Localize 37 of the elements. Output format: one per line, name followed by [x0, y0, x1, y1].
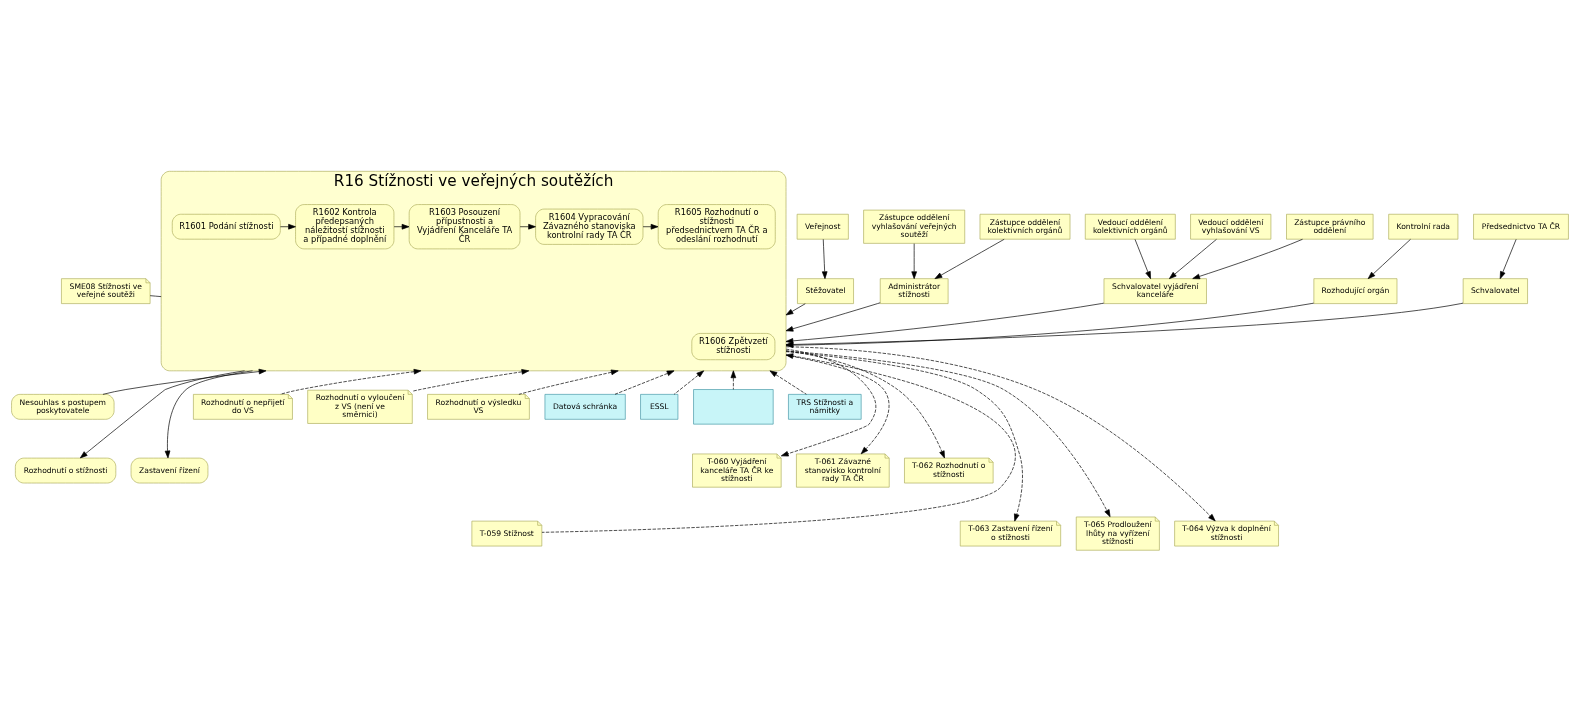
- arrow: [164, 369, 253, 458]
- arrow: [541, 352, 1016, 533]
- node-box: R1605 Rozhodnutí o stížnosti předsednictvem TA ČR a odeslání rozhodnutí: [657, 203, 776, 249]
- node-box: R1606 Zpětvzetí stížnosti: [691, 332, 776, 360]
- arrow: [673, 369, 705, 395]
- connector: [149, 294, 162, 297]
- arrow: [412, 368, 530, 392]
- arrow: [934, 238, 1005, 279]
- arrow: [614, 369, 675, 395]
- arrow: [102, 368, 267, 395]
- arrow: [785, 302, 1464, 347]
- arrow: [1192, 238, 1303, 279]
- arrow: [519, 223, 536, 229]
- arrow: [785, 302, 806, 315]
- node-box: R1602 Kontrola předepsaných náležitostí stížnosti a případné doplnění: [295, 203, 395, 249]
- arrow: [1367, 238, 1411, 279]
- node-box: R1604 Vypracování Závazného stanoviska kontrolní rady TA ČR: [535, 208, 644, 245]
- arrow: [280, 223, 296, 229]
- node-box: R1603 Posouzení přípustnosti a Vyjádření Kanceláře TA ČR: [408, 203, 521, 249]
- arrow: [785, 301, 881, 332]
- arrow: [780, 348, 877, 456]
- arrow: [393, 223, 410, 229]
- node-box: [693, 388, 774, 424]
- arrow: [785, 302, 1315, 348]
- arrow: [1134, 238, 1151, 279]
- arrow: [785, 302, 1105, 344]
- arrow: [730, 369, 737, 390]
- arrow: [1499, 238, 1517, 279]
- arrow: [911, 242, 917, 279]
- arrow: [279, 368, 422, 395]
- arrow: [1169, 238, 1217, 279]
- node-box: R1601 Podání stížnosti: [171, 213, 281, 240]
- arrow: [821, 238, 828, 279]
- arrow: [79, 369, 245, 458]
- arrow: [642, 223, 659, 229]
- arrow: [518, 369, 619, 395]
- arrow: [769, 369, 807, 395]
